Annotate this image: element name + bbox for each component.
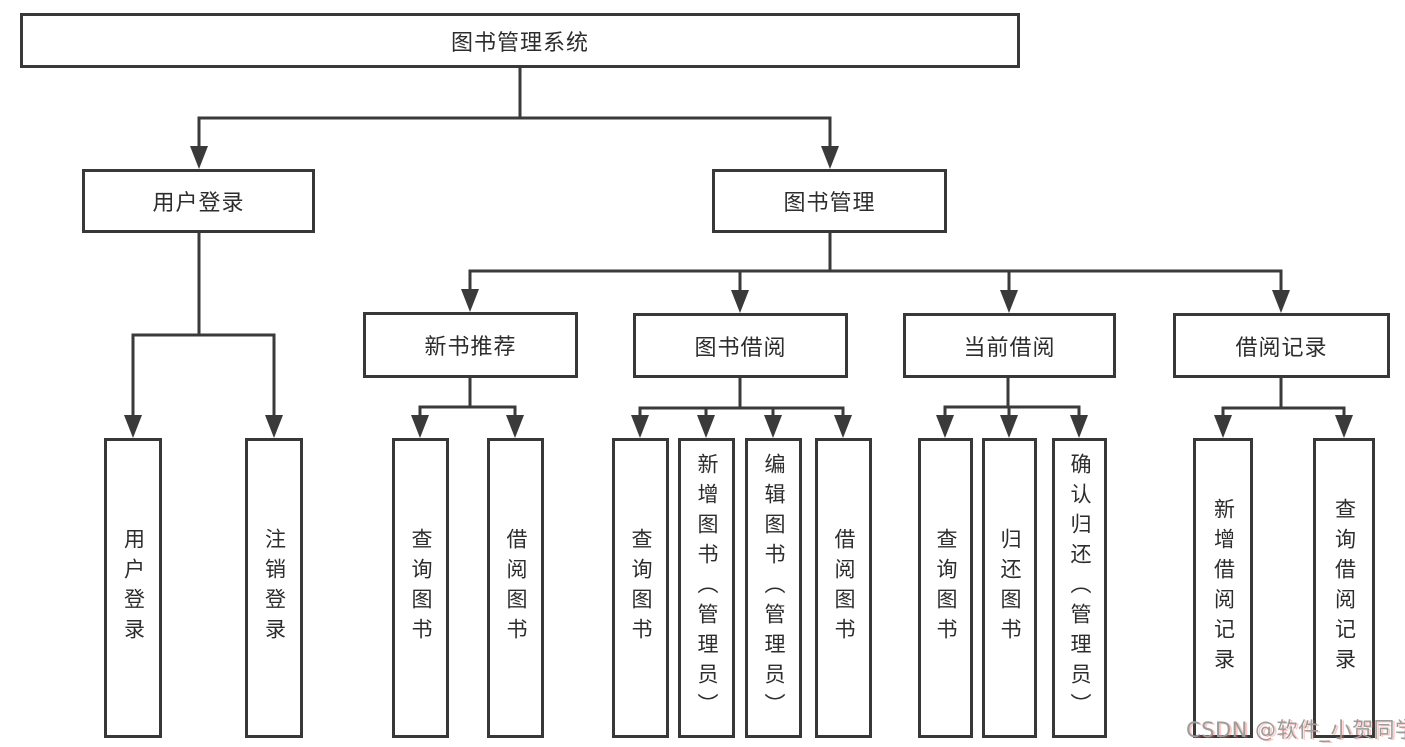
- connector-root-to-l2: [197, 66, 832, 151]
- arrowhead: [821, 146, 839, 169]
- node-book-management: 图书管理: [712, 169, 947, 233]
- leaf-return-book-label: 归还图书: [998, 528, 1022, 648]
- node-book-borrow-label: 图书借阅: [694, 335, 787, 361]
- connector-borrow-to-leaves: [638, 376, 845, 419]
- leaf-query-borrow-record-label: 查询借阅记录: [1332, 498, 1357, 678]
- node-borrow-records: 借阅记录: [1173, 313, 1390, 378]
- node-user-login: 用户登录: [82, 169, 315, 233]
- arrowhead: [697, 415, 715, 438]
- leaf-borrow-books-2-label: 借阅图书: [832, 528, 856, 648]
- arrowhead: [1272, 290, 1290, 313]
- node-user-login-label: 用户登录: [152, 191, 245, 216]
- leaf-borrow-books-recommend-label: 借阅图书: [504, 528, 528, 648]
- leaf-logout-label: 注销登录: [262, 528, 287, 648]
- arrowhead: [936, 415, 954, 438]
- watermark-text: CSDN @软件_小贺同学: [1186, 718, 1405, 742]
- arrowhead: [1214, 415, 1232, 438]
- leaf-edit-book-admin-label: 编辑图书（管理员）: [762, 453, 786, 723]
- arrowhead: [411, 415, 429, 438]
- arrowhead: [461, 289, 479, 312]
- arrowhead: [506, 415, 524, 438]
- arrowhead: [124, 415, 142, 438]
- arrowhead: [631, 415, 649, 438]
- node-book-borrow: 图书借阅: [633, 313, 848, 378]
- node-new-book-recommend: 新书推荐: [363, 312, 578, 378]
- connector-login-to-leaves: [131, 231, 276, 419]
- arrowhead: [1000, 415, 1018, 438]
- node-root-label: 图书管理系统: [450, 30, 589, 56]
- leaf-query-borrow-record: 查询借阅记录: [1313, 438, 1375, 738]
- leaf-query-books-borrow-label: 查询图书: [629, 528, 653, 648]
- leaf-add-book-admin-label: 新增图书（管理员）: [695, 453, 719, 723]
- leaf-query-books-borrow: 查询图书: [612, 438, 669, 738]
- node-current-borrow: 当前借阅: [903, 313, 1116, 378]
- leaf-add-book-admin: 新增图书（管理员）: [678, 438, 735, 738]
- leaf-query-books-current-label: 查询图书: [934, 528, 958, 648]
- leaf-confirm-return-admin: 确认归还（管理员）: [1052, 438, 1107, 738]
- arrowhead: [265, 415, 283, 438]
- leaf-borrow-books-2: 借阅图书: [815, 438, 872, 738]
- leaf-logout: 注销登录: [245, 438, 303, 738]
- leaf-user-login-label: 用户登录: [121, 528, 146, 648]
- arrowhead: [731, 290, 749, 313]
- node-new-book-recommend-label: 新书推荐: [424, 335, 517, 360]
- leaf-return-book: 归还图书: [982, 438, 1037, 738]
- leaf-user-login: 用户登录: [104, 438, 162, 738]
- arrowhead: [190, 146, 208, 169]
- node-current-borrow-label: 当前借阅: [963, 335, 1056, 361]
- connector-mgmt-to-l3: [468, 231, 1283, 293]
- leaf-query-books-current: 查询图书: [918, 438, 973, 738]
- node-borrow-records-label: 借阅记录: [1235, 335, 1328, 361]
- leaf-add-borrow-record: 新增借阅记录: [1193, 438, 1253, 738]
- leaf-confirm-return-admin-label: 确认归还（管理员）: [1068, 453, 1092, 723]
- arrowhead: [834, 415, 852, 438]
- arrowhead: [1000, 290, 1018, 313]
- leaf-add-borrow-record-label: 新增借阅记录: [1211, 498, 1236, 678]
- node-root: 图书管理系统: [20, 13, 1020, 68]
- leaf-borrow-books-recommend: 借阅图书: [487, 438, 544, 738]
- leaf-edit-book-admin: 编辑图书（管理员）: [745, 438, 802, 738]
- connector-current-to-leaves: [943, 376, 1081, 419]
- leaf-query-books-recommend: 查询图书: [392, 438, 449, 738]
- connector-records-to-leaves: [1221, 376, 1346, 419]
- arrowhead: [764, 415, 782, 438]
- arrowhead: [1335, 415, 1353, 438]
- connector-recommend-to-leaves: [418, 376, 517, 419]
- arrowhead: [1070, 415, 1088, 438]
- node-book-management-label: 图书管理: [783, 191, 876, 216]
- leaf-query-books-recommend-label: 查询图书: [409, 528, 433, 648]
